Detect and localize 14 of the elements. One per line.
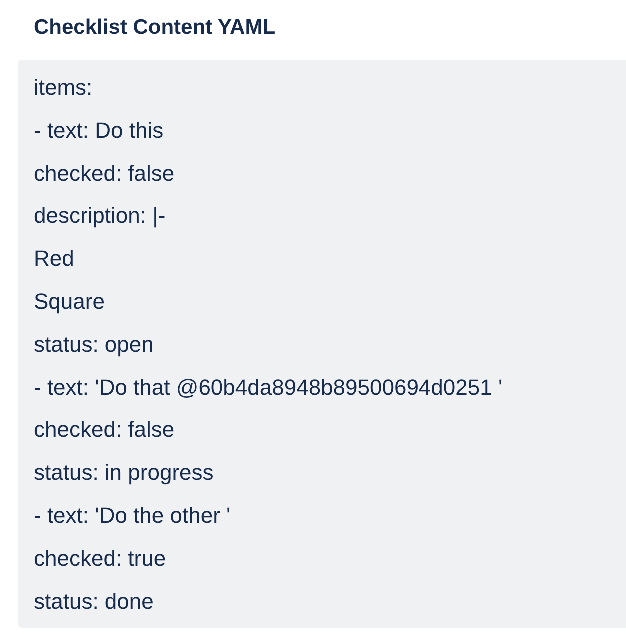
code-line: Square [34,289,105,315]
code-line: - text: Do this [34,118,164,144]
code-line: checked: false [34,417,175,444]
title: Checklist Content YAML [34,16,276,40]
code-line: - text: 'Do the other ' [34,503,231,529]
code-line: status: in progress [34,460,214,486]
code-line: status: open [34,332,154,358]
code-line: description: |- [34,203,166,230]
code-line: checked: false [34,160,175,187]
code-line: checked: true [34,546,166,572]
code-line: items: [34,75,93,101]
code-line: status: done [34,588,154,615]
code-line: Red [34,246,74,272]
code-line: - text: 'Do that @60b4da8948b89500694d0251 ' [34,374,503,401]
